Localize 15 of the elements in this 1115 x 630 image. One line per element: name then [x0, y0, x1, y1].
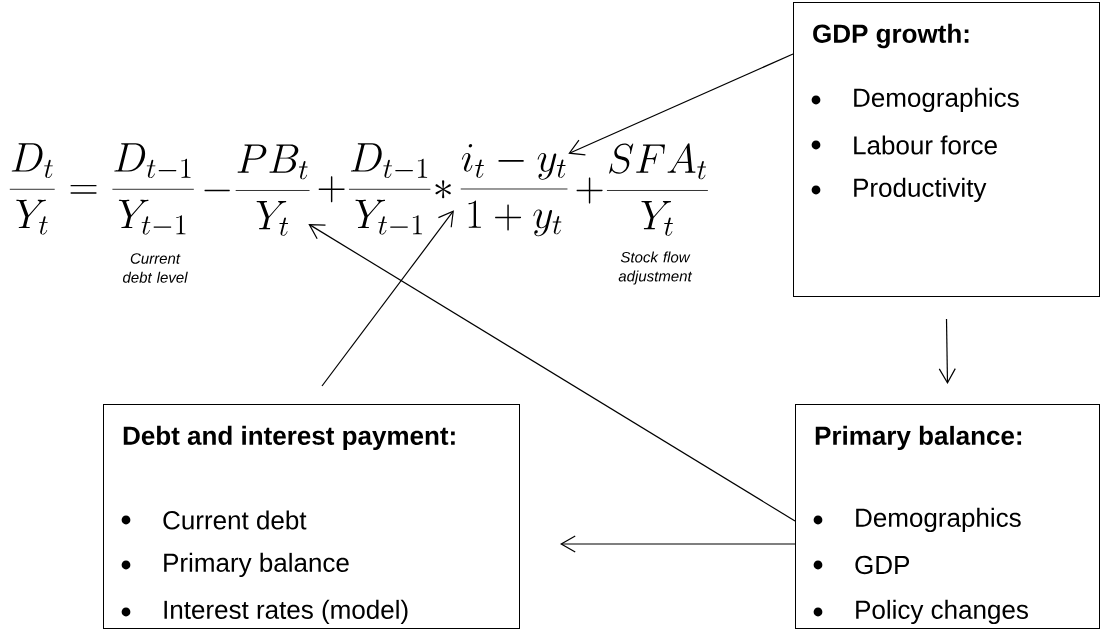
info-box: GDP growth: Demographics Labour force Productivity	[793, 2, 1100, 297]
formula-term: $+ \frac{SFA_t}{Y_t}$	[576, 143, 708, 236]
formula-term: $+ \frac{D_{t-1}}{Y_{t-1}} *$	[318, 143, 451, 235]
arrow	[321, 210, 454, 387]
arrow	[938, 318, 956, 384]
info-box: Debt and interest payment: Current debt Primary balance Interest rates (model)	[103, 404, 520, 629]
formula-term: $- \frac{PB_t}{Y_t}$	[204, 144, 310, 236]
arrow	[308, 223, 796, 522]
node-label: Current debt level	[123, 253, 188, 283]
arrow	[568, 53, 794, 156]
node-label: Stock flow adjustment	[618, 251, 693, 285]
formula-term: $\frac{i_t - y_t}{1 + y_t}$	[460, 144, 568, 237]
info-box: Primary balance: Demographics GDP Policy changes	[795, 404, 1100, 629]
arrow	[560, 535, 796, 553]
formula-term: $\frac{D_t}{Y_t} = \frac{D_{t-1}}{Y_{t-1}}$	[9, 143, 194, 235]
